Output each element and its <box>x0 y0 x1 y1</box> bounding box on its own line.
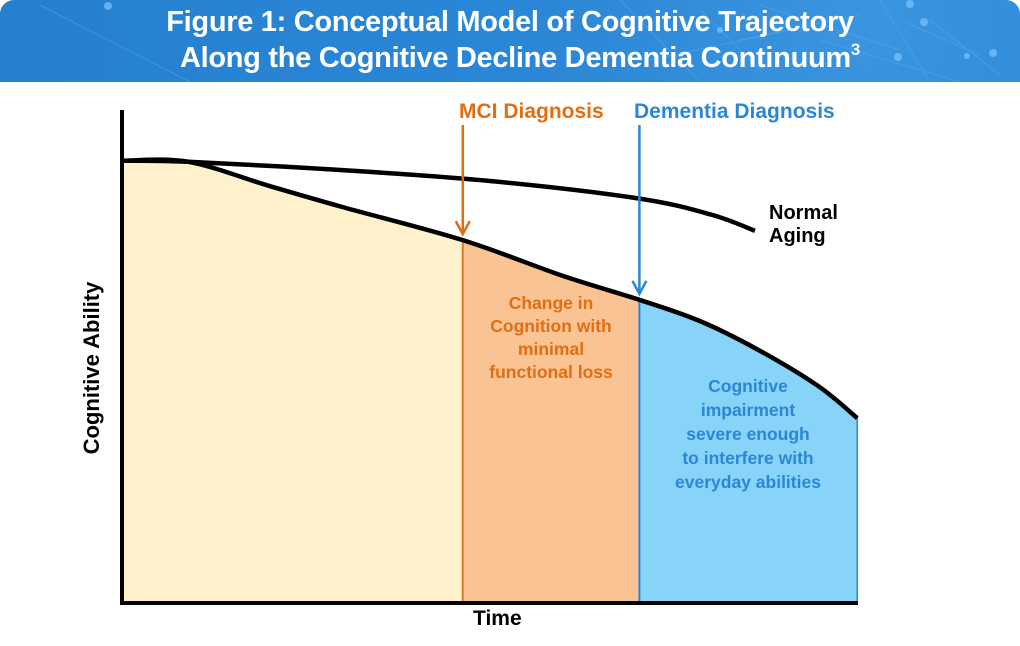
diagnosis-arrow-head-icon <box>631 280 648 297</box>
mci-region-description: Change in Cognition with minimal functio… <box>464 292 638 384</box>
mci-desc-line: Cognition with <box>490 316 612 336</box>
dementia-desc-line: severe enough <box>686 424 810 444</box>
series-line-cognitive-decline <box>121 157 859 420</box>
region-mci <box>462 240 640 604</box>
dementia-diagnosis-label: Dementia Diagnosis <box>634 100 835 123</box>
y-axis-label: Cognitive Ability <box>79 281 104 455</box>
mci-desc-line: Change in <box>508 293 594 313</box>
network-background-decoration <box>39 0 1001 82</box>
mci-desc-line: minimal <box>517 339 585 359</box>
normal-aging-label-line2: Aging <box>769 225 826 247</box>
diagnosis-arrow-head-icon <box>454 220 471 237</box>
figure-title-line2: Along the Cognitive Decline Dementia Con… <box>10 40 1020 75</box>
dementia-desc-line: Cognitive <box>708 376 788 396</box>
x-axis-label: Time <box>473 607 522 630</box>
mci-diagnosis-label: MCI Diagnosis <box>459 100 604 123</box>
mci-desc-line: functional loss <box>489 362 613 382</box>
footnote-reference: 3 <box>850 40 861 59</box>
normal-aging-label-line1: Normal <box>769 202 838 224</box>
dementia-desc-line: everyday abilities <box>675 472 821 492</box>
dementia-region-description: Cognitive impairment severe enough to in… <box>640 374 856 494</box>
normal-aging-label: Normal Aging <box>769 202 838 248</box>
region-pre-mci <box>122 160 463 604</box>
dementia-desc-line: impairment <box>700 400 796 420</box>
figure-title-line1: Figure 1: Conceptual Model of Cognitive … <box>166 6 854 38</box>
region-dementia <box>639 299 858 603</box>
dementia-desc-line: to interfere with <box>682 448 814 468</box>
figure-title-line2-text: Along the Cognitive Decline Dementia Con… <box>179 42 851 74</box>
figure-header: Figure 1: Conceptual Model of Cognitive … <box>0 0 1020 82</box>
